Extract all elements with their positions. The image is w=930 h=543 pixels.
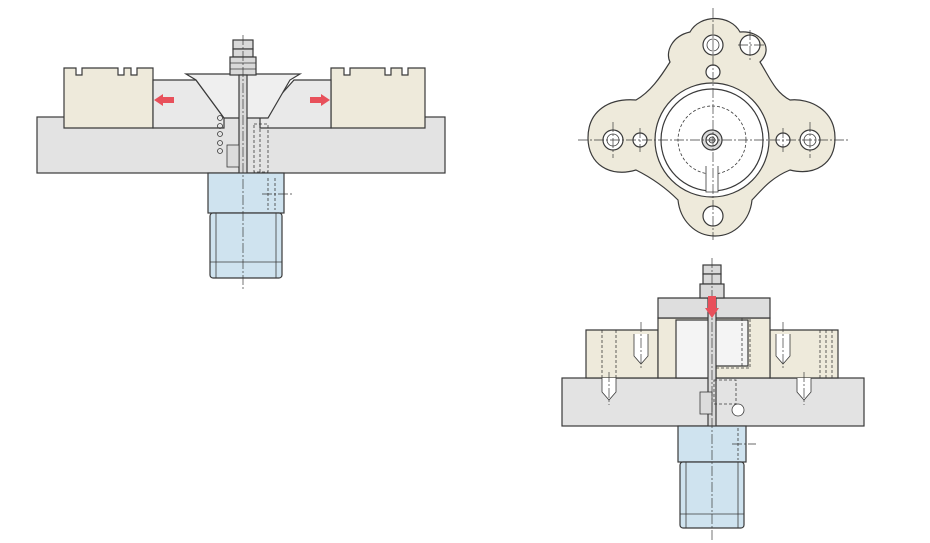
vent-holes <box>217 115 223 154</box>
right-section-view <box>561 258 865 540</box>
rod-bushing <box>226 144 240 168</box>
plan-view <box>578 8 848 240</box>
clamp-down-arrow <box>705 296 719 318</box>
left-hydraulic-cylinder <box>209 212 283 279</box>
right-jaw <box>330 67 426 129</box>
side-port <box>731 403 745 417</box>
left-jaw <box>63 67 154 129</box>
clamped-rod-bushing <box>699 391 713 415</box>
key-slot <box>705 166 719 193</box>
right-jaw-arrow <box>310 94 330 106</box>
left-cylinder-flange <box>207 172 285 214</box>
left-section-view <box>36 35 446 290</box>
left-jaw-arrow <box>154 94 174 106</box>
